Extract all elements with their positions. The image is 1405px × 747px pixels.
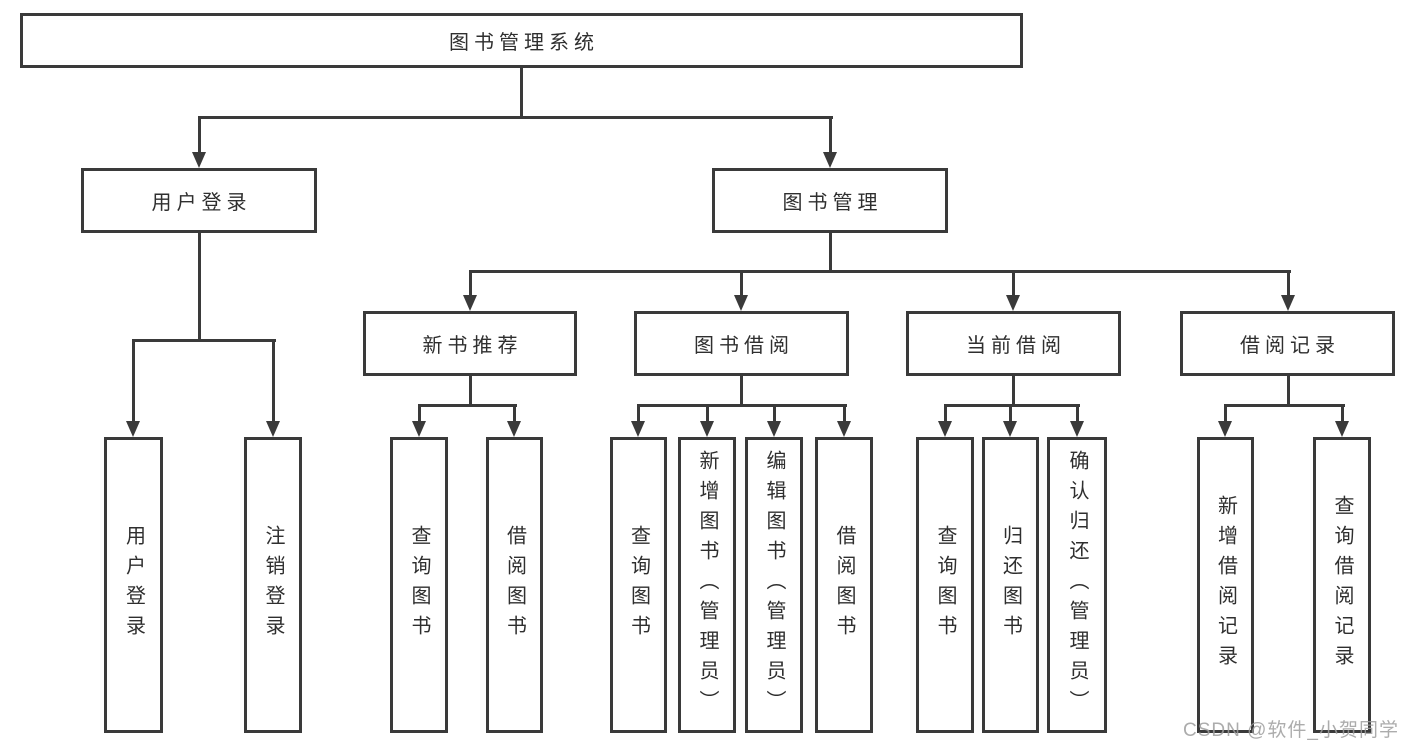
leaf-borrow-books: 借阅图书 (815, 437, 873, 733)
connector-user-login-stem (198, 233, 201, 342)
node-library-management-system: 图书管理系统 (20, 13, 1023, 68)
connector-drop-leaf (944, 404, 947, 425)
connector-drop-leaf (843, 404, 846, 425)
arrow-down-icon (823, 152, 837, 168)
arrow-down-icon (938, 421, 952, 437)
arrow-down-icon (767, 421, 781, 437)
connector-drop-leaf (706, 404, 709, 425)
connector-drop-leaf (1224, 404, 1227, 425)
arrow-down-icon (734, 295, 748, 311)
arrow-down-icon (1003, 421, 1017, 437)
arrow-down-icon (1218, 421, 1232, 437)
connector-drop-current-borrow (1012, 270, 1015, 299)
arrow-down-icon (126, 421, 140, 437)
connector-user-login-bus (132, 339, 276, 342)
arrow-down-icon (837, 421, 851, 437)
leaf-confirm-return-admin: 确认归还（管理员） (1047, 437, 1107, 733)
connector-stem (1012, 376, 1015, 407)
node-current-borrow: 当前借阅 (906, 311, 1121, 376)
leaf-label: 注销登录 (262, 525, 284, 645)
leaf-label: 新增图书（管理员） (696, 450, 718, 720)
arrow-down-icon (1281, 295, 1295, 311)
leaf-label: 借阅图书 (833, 525, 855, 645)
connector-drop-leaf (1076, 404, 1079, 425)
arrow-down-icon (266, 421, 280, 437)
leaf-label: 查询图书 (408, 525, 430, 645)
leaf-label: 新增借阅记录 (1214, 495, 1237, 675)
leaf-user-login: 用户登录 (104, 437, 163, 733)
leaf-query-borrow-record: 查询借阅记录 (1313, 437, 1371, 733)
node-label: 图书管理系统 (449, 32, 599, 54)
connector-drop-leaf (637, 404, 640, 425)
arrow-down-icon (1335, 421, 1349, 437)
arrow-down-icon (507, 421, 521, 437)
leaf-add-books-admin: 新增图书（管理员） (678, 437, 736, 733)
connector-drop-borrow-records (1287, 270, 1290, 299)
leaf-query-books-current: 查询图书 (916, 437, 974, 733)
leaf-label: 借阅图书 (503, 525, 526, 645)
connector-drop-leaf (513, 404, 516, 425)
arrow-down-icon (631, 421, 645, 437)
connector-bus (637, 404, 847, 407)
connector-drop-new-book (469, 270, 472, 299)
node-borrow-records: 借阅记录 (1180, 311, 1395, 376)
leaf-label: 查询图书 (627, 525, 650, 645)
connector-drop-leaf (272, 339, 275, 425)
connector-drop-leaf (773, 404, 776, 425)
arrow-down-icon (463, 295, 477, 311)
arrow-down-icon (412, 421, 426, 437)
connector-root-stem (520, 68, 523, 117)
node-label: 新书推荐 (422, 335, 523, 357)
connector-stem (1287, 376, 1290, 407)
arrow-down-icon (192, 152, 206, 168)
node-label: 借阅记录 (1240, 335, 1340, 357)
leaf-label: 编辑图书（管理员） (763, 450, 785, 720)
connector-drop-user-login (198, 116, 201, 154)
connector-drop-book-borrow (740, 270, 743, 299)
connector-drop-leaf (418, 404, 421, 425)
leaf-label: 确认归还（管理员） (1066, 450, 1088, 720)
connector-stem (469, 376, 472, 407)
node-label: 用户登录 (151, 192, 252, 214)
leaf-query-books-borrow: 查询图书 (610, 437, 667, 733)
node-label: 当前借阅 (966, 335, 1066, 357)
connector-bus (418, 404, 517, 407)
leaf-label: 用户登录 (122, 525, 145, 645)
leaf-label: 查询图书 (934, 525, 956, 645)
connector-drop-leaf (1341, 404, 1344, 425)
connector-bus (944, 404, 1080, 407)
csdn-watermark: CSDN @软件_小贺同学 (1183, 720, 1399, 741)
leaf-query-books-recommend: 查询图书 (390, 437, 448, 733)
node-label: 图书管理 (782, 192, 883, 214)
leaf-edit-books-admin: 编辑图书（管理员） (745, 437, 803, 733)
arrow-down-icon (1070, 421, 1084, 437)
connector-drop-leaf (132, 339, 135, 425)
arrow-down-icon (700, 421, 714, 437)
connector-book-management-bus (469, 270, 1291, 273)
connector-drop-book-management (829, 116, 832, 154)
leaf-return-books: 归还图书 (982, 437, 1039, 733)
arrow-down-icon (1006, 295, 1020, 311)
node-label: 图书借阅 (694, 335, 794, 357)
leaf-add-borrow-record: 新增借阅记录 (1197, 437, 1254, 733)
connector-bus (1224, 404, 1345, 407)
leaf-logout: 注销登录 (244, 437, 302, 733)
connector-drop-leaf (1009, 404, 1012, 425)
connector-book-management-stem (829, 233, 832, 273)
node-new-book-recommend: 新书推荐 (363, 311, 577, 376)
leaf-label: 归还图书 (999, 525, 1022, 645)
node-book-management: 图书管理 (712, 168, 948, 233)
connector-root-bus (198, 116, 833, 119)
node-user-login: 用户登录 (81, 168, 317, 233)
node-book-borrow: 图书借阅 (634, 311, 849, 376)
leaf-borrow-books-recommend: 借阅图书 (486, 437, 543, 733)
connector-stem (740, 376, 743, 407)
leaf-label: 查询借阅记录 (1331, 495, 1353, 675)
